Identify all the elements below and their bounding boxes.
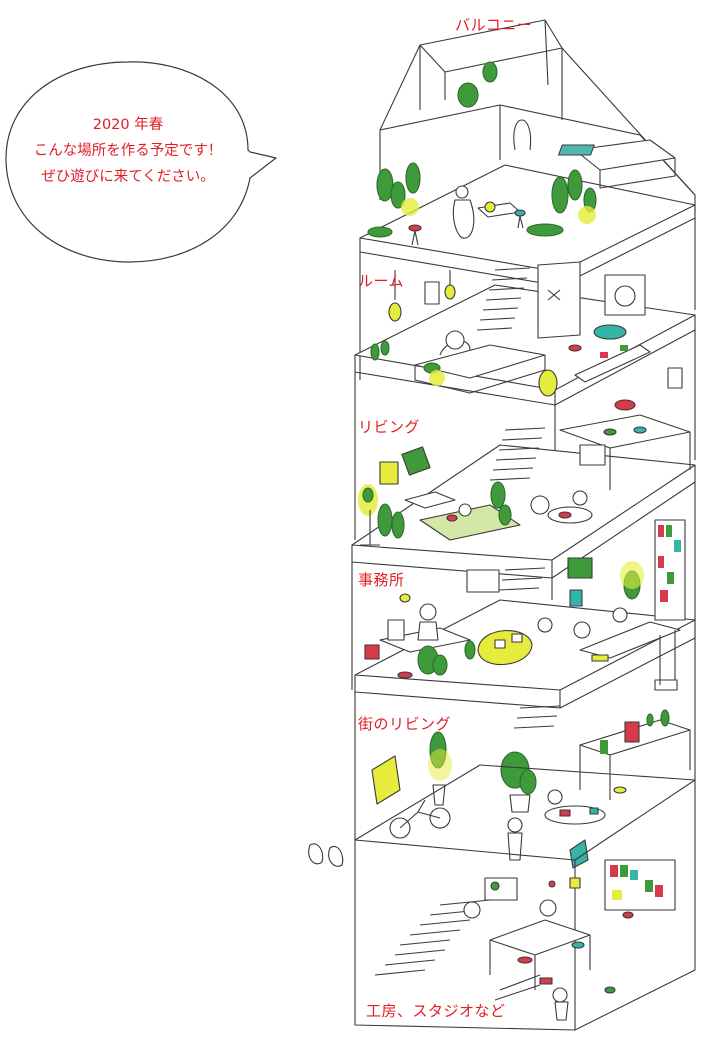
balcony-floor: [359, 19, 696, 287]
floor-label-office: 事務所: [358, 571, 405, 589]
floor-label-workshop: 工房、スタジオなど: [366, 1002, 506, 1020]
announcement-text: 2020 年春 こんな場所を作る予定です！ ぜひ遊びに来てください。: [8, 112, 248, 190]
announcement-line-3: ぜひ遊びに来てください。: [41, 169, 215, 185]
speech-bubble: [5, 61, 277, 263]
announcement-line-1: 2020 年春: [92, 117, 164, 133]
living-floor: [351, 330, 696, 579]
floor-label-balcony: バルコニー: [455, 16, 533, 34]
office-floor: [351, 482, 696, 709]
announcement-line-2: こんな場所を作る予定です！: [33, 143, 223, 159]
workshop-floor: [354, 764, 696, 1031]
room-floor: [354, 218, 696, 406]
floor-label-living: リビング: [358, 418, 421, 436]
town-living-floor: [308, 638, 696, 869]
floor-label-room: ルーム: [358, 272, 405, 290]
floor-label-town-living: 街のリビング: [358, 715, 452, 733]
